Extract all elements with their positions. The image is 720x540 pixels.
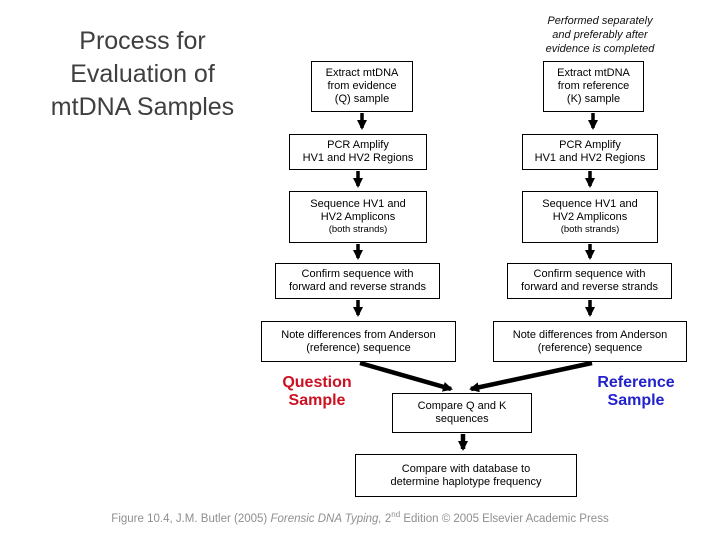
box-line: HV1 and HV2 Regions bbox=[534, 152, 646, 164]
note-line: evidence is completed bbox=[545, 43, 655, 55]
caption-suffix: Edition © 2005 Elsevier Academic Press bbox=[400, 513, 609, 525]
flow-box-confirm-q: Confirm sequence with forward and revers… bbox=[275, 263, 440, 299]
page-title: Process for Evaluation of mtDNA Samples bbox=[20, 25, 265, 124]
box-line: Extract mtDNA bbox=[325, 67, 399, 79]
label-line: Sample bbox=[288, 392, 346, 409]
box-line: Confirm sequence with bbox=[533, 268, 646, 280]
box-line: Compare Q and K bbox=[417, 400, 507, 412]
flow-box-extract-k: Extract mtDNA from reference (K) sample bbox=[543, 61, 644, 112]
box-line: Note differences from Anderson bbox=[512, 328, 668, 341]
flow-box-pcr-q: PCR Amplify HV1 and HV2 Regions bbox=[289, 134, 427, 170]
box-line: forward and reverse strands bbox=[521, 281, 658, 293]
box-line: Extract mtDNA bbox=[557, 67, 630, 79]
reference-sample-label: Reference Sample bbox=[580, 374, 692, 410]
box-line: (reference) sequence bbox=[537, 341, 643, 354]
box-line: PCR Amplify bbox=[559, 139, 621, 151]
title-line: mtDNA Samples bbox=[50, 93, 235, 121]
flow-box-note-k: Note differences from Anderson (referenc… bbox=[493, 321, 687, 362]
flow-box-extract-q: Extract mtDNA from evidence (Q) sample bbox=[311, 61, 413, 112]
flow-box-sequence-q: Sequence HV1 and HV2 Amplicons (both str… bbox=[289, 191, 427, 243]
box-line: HV1 and HV2 Regions bbox=[302, 152, 414, 164]
figure-caption: Figure 10.4, J.M. Butler (2005) Forensic… bbox=[0, 510, 720, 525]
box-line: Note differences from Anderson bbox=[281, 328, 436, 341]
box-line: HV2 Amplicons bbox=[552, 211, 628, 223]
box-line: Compare with database to bbox=[401, 462, 531, 475]
arrow-k-note-to-compare bbox=[469, 360, 593, 393]
box-line: Confirm sequence with bbox=[301, 268, 414, 280]
caption-edition-superscript: nd bbox=[391, 510, 401, 520]
flow-box-confirm-k: Confirm sequence with forward and revers… bbox=[507, 263, 672, 299]
flow-box-note-q: Note differences from Anderson (referenc… bbox=[261, 321, 456, 362]
flow-box-database: Compare with database to determine haplo… bbox=[355, 454, 577, 497]
box-line: sequences bbox=[435, 413, 489, 425]
timing-note: Performed separately and preferably afte… bbox=[515, 14, 685, 56]
caption-edition-number: 2 bbox=[381, 513, 392, 525]
label-line: Sample bbox=[607, 392, 665, 409]
box-line: (K) sample bbox=[566, 93, 621, 105]
note-line: Performed separately bbox=[547, 15, 653, 27]
box-subline: (both strands) bbox=[560, 224, 620, 235]
note-line: and preferably after bbox=[552, 29, 648, 41]
box-line: from evidence bbox=[327, 80, 397, 92]
box-line: (reference) sequence bbox=[306, 341, 411, 354]
box-line: forward and reverse strands bbox=[289, 281, 426, 293]
title-line: Process for bbox=[79, 27, 206, 55]
box-line: (Q) sample bbox=[334, 93, 390, 105]
flow-box-compare-qk: Compare Q and K sequences bbox=[392, 393, 532, 433]
box-subline: (both strands) bbox=[328, 224, 388, 235]
flow-box-sequence-k: Sequence HV1 and HV2 Amplicons (both str… bbox=[522, 191, 658, 243]
label-line: Question bbox=[282, 374, 352, 391]
box-line: HV2 Amplicons bbox=[320, 211, 396, 223]
box-line: Sequence HV1 and bbox=[542, 198, 638, 210]
box-line: from reference bbox=[557, 80, 630, 92]
caption-prefix: Figure 10.4, J.M. Butler (2005) bbox=[111, 513, 271, 525]
label-line: Reference bbox=[597, 374, 675, 391]
title-line: Evaluation of bbox=[70, 60, 215, 88]
box-line: PCR Amplify bbox=[327, 139, 389, 151]
arrow-q-note-to-compare bbox=[359, 360, 453, 392]
flow-box-pcr-k: PCR Amplify HV1 and HV2 Regions bbox=[522, 134, 658, 170]
box-line: determine haplotype frequency bbox=[390, 475, 542, 488]
question-sample-label: Question Sample bbox=[267, 374, 367, 410]
box-line: Sequence HV1 and bbox=[310, 198, 406, 210]
caption-book-title: Forensic DNA Typing, bbox=[270, 513, 382, 525]
